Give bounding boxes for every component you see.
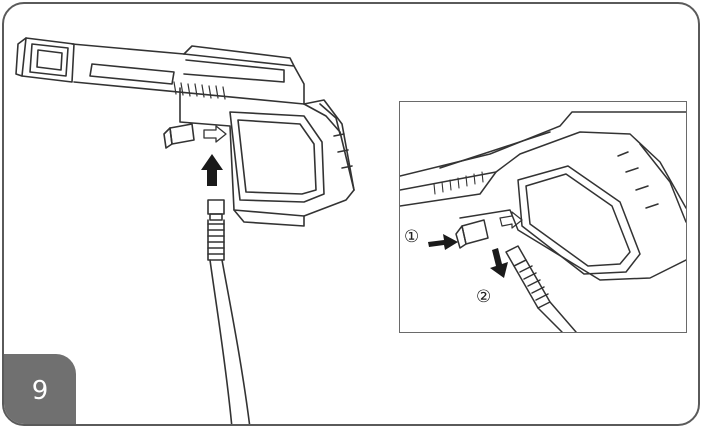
nozzle-head xyxy=(15,37,75,83)
push-right-arrow xyxy=(428,234,458,250)
press-right-arrow xyxy=(203,125,227,143)
detail-hose-fitting xyxy=(505,245,551,309)
detail-inset: ① ② xyxy=(399,101,687,333)
insert-down-arrow xyxy=(490,248,508,278)
barrel xyxy=(71,43,305,105)
insert-up-arrow xyxy=(201,154,223,186)
vent-slots xyxy=(173,81,226,100)
hose-drawing xyxy=(209,259,233,424)
step-number: 9 xyxy=(31,376,49,406)
connector-clip xyxy=(163,123,195,149)
gun-body xyxy=(179,87,355,227)
spray-gun-drawing xyxy=(15,37,355,424)
detail-drawing: ① ② xyxy=(400,111,686,332)
step-number-badge: 9 xyxy=(4,354,76,424)
hose-fitting xyxy=(207,199,225,261)
callout-2: ② xyxy=(476,287,491,307)
callout-1: ① xyxy=(404,227,419,247)
